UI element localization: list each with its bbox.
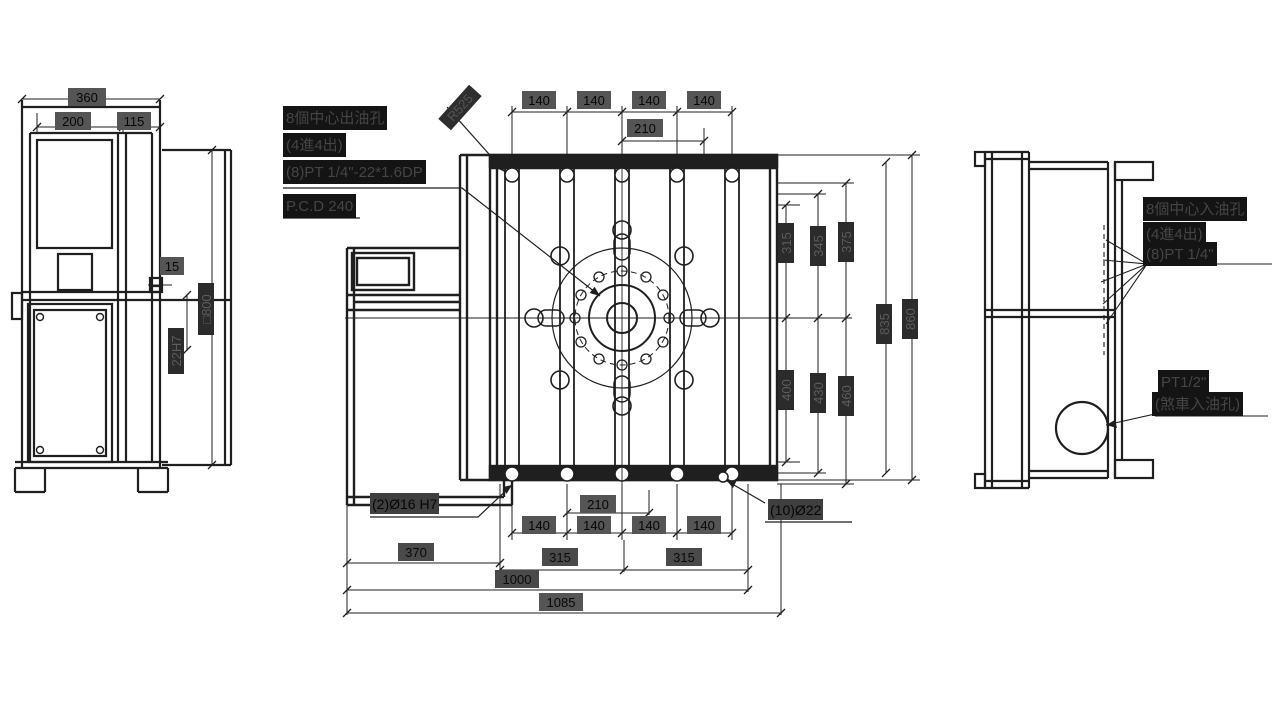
dim-115: 115 <box>117 112 151 130</box>
dim-bottom-210: 210 <box>580 495 616 513</box>
note-brake-line2: (煞車入油孔) <box>1152 392 1243 416</box>
dim-400: 400 <box>778 370 794 410</box>
note-brake-line1: PT1/2" <box>1158 370 1210 394</box>
dim-860: 860 <box>902 299 918 339</box>
dim-315-b: 315 <box>666 548 702 566</box>
dim-bottom-140-3: 140 <box>632 516 666 534</box>
center-hub <box>345 148 852 495</box>
left-view-linework <box>10 100 233 494</box>
dim-15: 15 <box>160 257 184 275</box>
note-oil-out-line1: 8個中心出油孔 <box>283 106 388 130</box>
dim-835: 835 <box>876 304 892 344</box>
dim-200: 200 <box>55 112 91 130</box>
dim-bottom-140-2: 140 <box>577 516 611 534</box>
dim-360: 360 <box>68 88 106 106</box>
note-dowel: (2)Ø16 H7 <box>370 493 440 514</box>
dim-top-140-2: 140 <box>577 91 611 109</box>
note-oil-in-line3: (8)PT 1/4" <box>1143 242 1217 266</box>
dim-315: 315 <box>778 223 794 263</box>
dim-bottom-140-4: 140 <box>687 516 721 534</box>
plan-view-holes <box>504 167 740 483</box>
dim-1000: 1000 <box>495 570 539 588</box>
dim-top-140-4: 140 <box>687 91 721 109</box>
note-holes: (10)Ø22 <box>768 499 824 520</box>
dim-bottom-140-1: 140 <box>522 516 556 534</box>
dim-345: 345 <box>810 226 826 266</box>
dim-top-140-1: 140 <box>522 91 556 109</box>
dim-370: 370 <box>398 543 434 561</box>
dim-800: □800 <box>198 283 214 335</box>
plan-view-linework <box>345 153 779 507</box>
dim-1085: 1085 <box>539 593 583 611</box>
right-view-arrows <box>1106 420 1117 428</box>
dim-375: 375 <box>838 222 854 262</box>
leader-arrows <box>497 164 737 494</box>
note-oil-out-line3: (8)PT 1/4"-22*1.6DP <box>283 160 426 184</box>
dim-460: 460 <box>838 376 854 416</box>
dim-22h7: 22H7 <box>168 328 184 374</box>
note-pcd: P.C.D 240 <box>283 194 357 218</box>
note-oil-out-line2: (4進4出) <box>283 133 346 157</box>
dim-430: 430 <box>810 373 826 413</box>
plan-view-dimensions <box>342 106 920 618</box>
dim-315-a: 315 <box>542 548 578 566</box>
dim-top-140-3: 140 <box>632 91 666 109</box>
right-view-linework <box>973 150 1155 490</box>
dim-top-210: 210 <box>627 119 663 137</box>
note-oil-in-line1: 8個中心入油孔 <box>1143 197 1248 221</box>
